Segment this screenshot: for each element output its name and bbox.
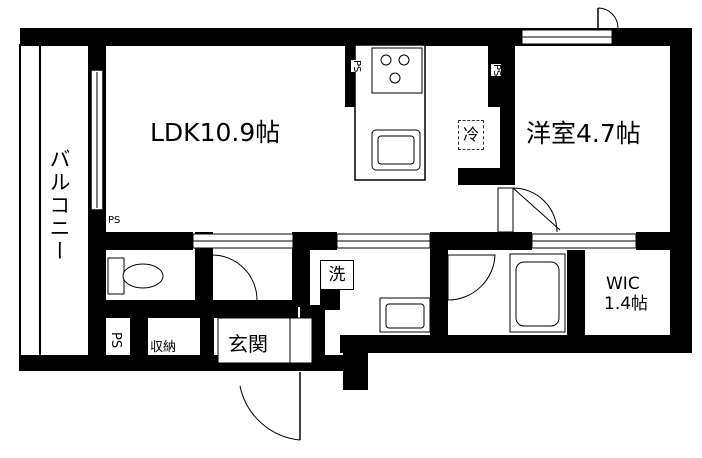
- bedroom-door: [497, 187, 561, 233]
- sliding-doors: [192, 233, 637, 249]
- ps-left-wall-label: PS: [108, 215, 121, 226]
- wic-size-label: 1.4帖: [604, 294, 649, 314]
- bedroom-top-door: [521, 7, 619, 45]
- balcony-area: [19, 44, 41, 371]
- storage-label: 収納: [150, 340, 177, 355]
- ps-bedroom-label: PS: [491, 64, 502, 77]
- balcony-label: バルコニー: [47, 148, 71, 263]
- toilet-door: [211, 254, 258, 301]
- bathtub: [509, 253, 566, 333]
- ldk-label: LDK10.9帖: [150, 118, 281, 147]
- kitchen-counter: [354, 44, 426, 181]
- entrance-door: [217, 317, 313, 441]
- washer-label: 洗: [320, 260, 354, 290]
- fridge-label: 冷: [458, 120, 485, 150]
- toilet: [107, 257, 164, 295]
- bath-door: [447, 254, 496, 301]
- ps-bottom-label: PS: [108, 332, 123, 349]
- western-room-label: 洋室4.7帖: [526, 119, 641, 148]
- balcony-window: [90, 69, 104, 211]
- washbasin: [379, 297, 431, 333]
- wic-label: WIC: [606, 274, 640, 294]
- entrance-label: 玄関: [228, 332, 268, 356]
- ps-kitchen-label: PS: [351, 60, 362, 73]
